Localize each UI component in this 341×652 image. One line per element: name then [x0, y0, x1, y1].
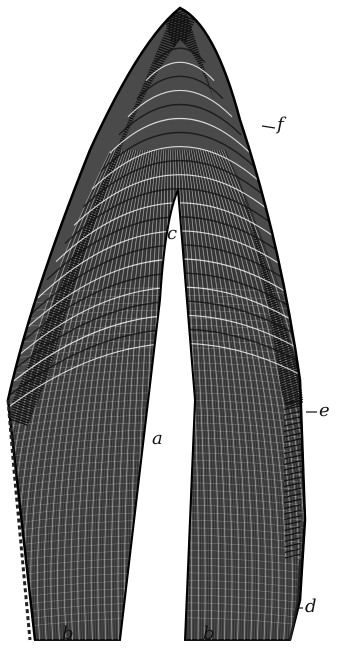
label-f: f [277, 116, 284, 134]
label-e: e [319, 402, 330, 420]
label-d: d [305, 598, 317, 616]
label-b-left: b [62, 625, 74, 643]
label-b-right: b [203, 625, 215, 643]
label-c: c [167, 225, 177, 243]
pointer-f [262, 126, 275, 128]
label-a: a [152, 430, 163, 448]
